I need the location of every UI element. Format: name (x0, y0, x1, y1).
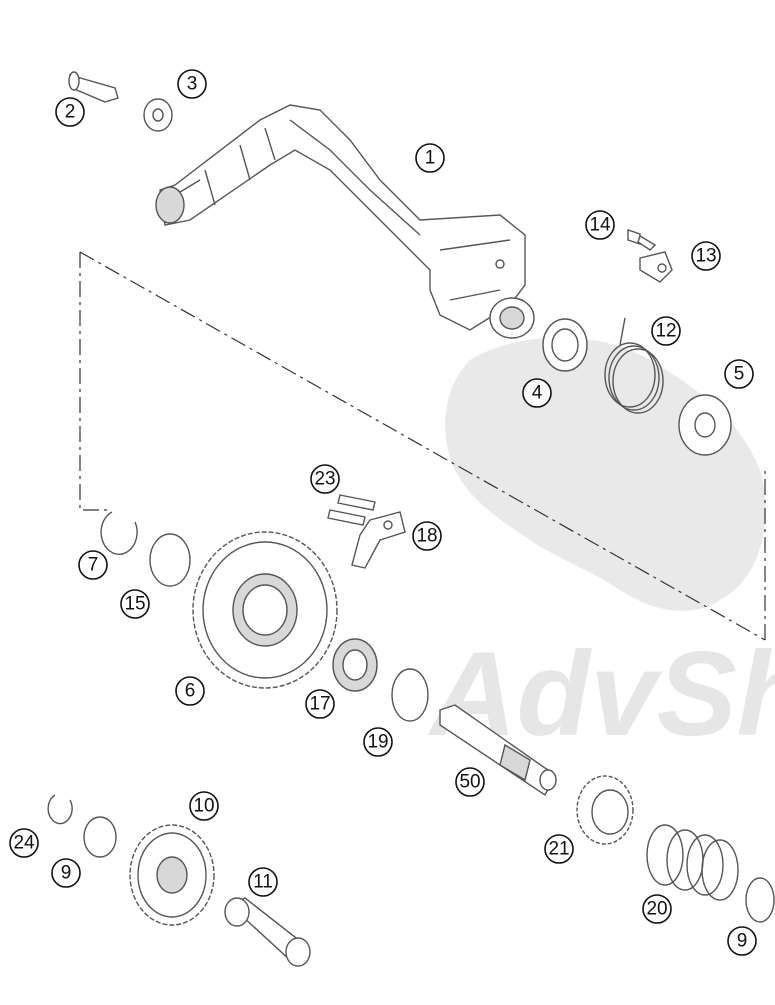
part-washer-right (745, 877, 775, 923)
callout-20: 20 (642, 894, 672, 924)
callout-1: 1 (415, 143, 445, 173)
svg-text:1: 1 (425, 148, 436, 169)
callout-14: 14 (585, 210, 615, 240)
part-torsion-spring (604, 317, 664, 414)
part-bushing (224, 897, 311, 967)
svg-text:21: 21 (548, 839, 569, 860)
callout-4: 4 (522, 378, 552, 408)
callout-2: 2 (55, 97, 85, 127)
svg-text:50: 50 (459, 772, 480, 793)
part-main-gear (192, 531, 338, 689)
part-bolt (627, 229, 657, 251)
callout-17: 17 (305, 689, 335, 719)
callout-50: 50 (455, 767, 485, 797)
svg-text:13: 13 (695, 246, 716, 267)
svg-text:20: 20 (646, 899, 667, 920)
svg-text:11: 11 (253, 872, 273, 893)
callout-24: 24 (9, 828, 39, 858)
watermark: AdvSh (427, 337, 775, 761)
part-circlip (100, 511, 138, 555)
svg-text:14: 14 (589, 215, 611, 236)
svg-text:5: 5 (734, 364, 745, 385)
part-kickstart-shaft (439, 704, 557, 797)
svg-text:18: 18 (416, 526, 437, 547)
svg-text:4: 4 (532, 383, 543, 404)
part-seal-ring (542, 318, 588, 372)
part-washer (143, 98, 173, 132)
part-compression-spring (646, 824, 739, 901)
assembly-line (79, 251, 766, 641)
callout-12: 12 (651, 316, 681, 346)
callout-15: 15 (120, 589, 150, 619)
svg-text:9: 9 (737, 931, 748, 952)
callout-18: 18 (412, 521, 442, 551)
callout-5: 5 (724, 359, 754, 389)
svg-text:15: 15 (124, 594, 145, 615)
callouts: 1 2 3 14 13 12 4 5 23 18 7 15 6 17 19 50… (9, 69, 757, 956)
part-circlip-left (47, 794, 73, 825)
part-washer-left (83, 816, 117, 858)
svg-text:3: 3 (187, 74, 198, 95)
svg-text:2: 2 (65, 102, 76, 123)
svg-text:6: 6 (185, 681, 196, 702)
svg-text:19: 19 (367, 732, 388, 753)
part-screws (327, 494, 376, 526)
callout-23: 23 (310, 464, 340, 494)
svg-text:23: 23 (314, 469, 335, 490)
callout-19: 19 (363, 727, 393, 757)
svg-text:12: 12 (655, 321, 676, 342)
callout-7: 7 (78, 550, 108, 580)
part-washer-large (149, 533, 191, 587)
callout-9-left: 9 (51, 858, 81, 888)
callout-13: 13 (691, 241, 721, 271)
part-thrust-washer (678, 394, 732, 456)
svg-text:7: 7 (88, 555, 99, 576)
part-pin (68, 71, 119, 103)
part-idler-gear (129, 824, 215, 926)
callout-6: 6 (175, 676, 205, 706)
svg-text:9: 9 (61, 863, 72, 884)
part-bracket (639, 251, 673, 283)
part-shim-washer (391, 668, 429, 722)
callout-9-right: 9 (727, 926, 757, 956)
callout-10: 10 (189, 791, 219, 821)
svg-text:17: 17 (309, 694, 330, 715)
part-ratchet-gear (576, 775, 634, 845)
callout-21: 21 (544, 834, 574, 864)
part-ratchet-guide (351, 511, 406, 569)
callout-11: 11 (248, 867, 278, 897)
svg-text:24: 24 (13, 833, 35, 854)
callout-3: 3 (177, 69, 207, 99)
part-kickstart-lever (155, 104, 535, 339)
svg-text:10: 10 (193, 796, 214, 817)
part-needle-bearing (332, 638, 378, 692)
